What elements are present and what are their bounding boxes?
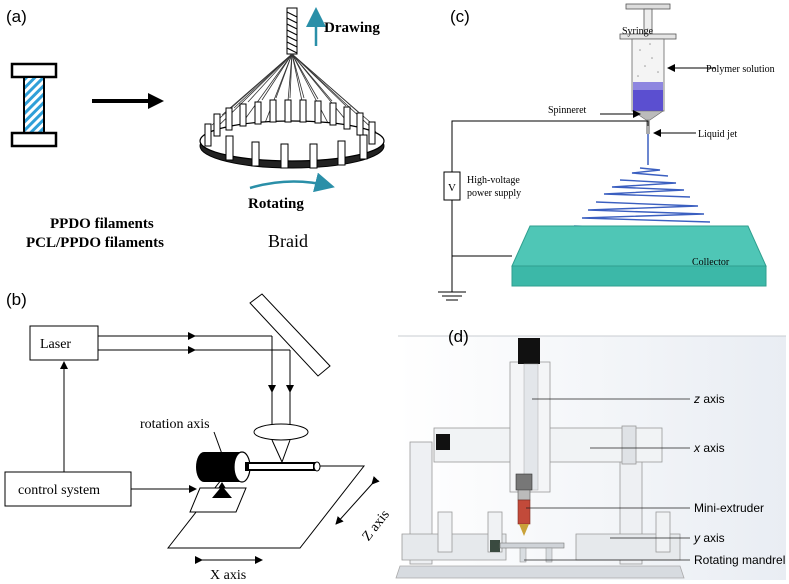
braiding-machine bbox=[199, 7, 385, 169]
focusing-lens bbox=[253, 423, 309, 441]
syringe-label: Syringe bbox=[622, 26, 654, 37]
control-system-label: control system bbox=[18, 483, 100, 498]
rotating-arrow-icon bbox=[249, 172, 335, 193]
panel-d: (d) bbox=[395, 327, 786, 580]
panel-d-label: (d) bbox=[448, 327, 469, 346]
rotation-axis-label: rotation axis bbox=[140, 417, 210, 432]
beam-down-arrow-icon bbox=[268, 385, 294, 393]
polymer-solution-label: Polymer solution bbox=[706, 64, 775, 75]
panel-c-label: (c) bbox=[450, 7, 470, 26]
filaments-label-1: PPDO filaments bbox=[50, 216, 154, 232]
panel-a: (a) bbox=[6, 7, 385, 251]
filaments-label-2: PCL/PPDO filaments bbox=[26, 235, 164, 251]
d-y-axis-label: y axis bbox=[693, 531, 725, 545]
hv-label-2: power supply bbox=[467, 188, 521, 199]
voltmeter-label: V bbox=[448, 182, 456, 194]
collector-label: Collector bbox=[692, 257, 730, 268]
voltmeter-icon bbox=[443, 171, 461, 201]
d-z-axis-label: z axis bbox=[693, 392, 725, 406]
control-system-box bbox=[4, 471, 132, 507]
leader-lines bbox=[524, 398, 690, 561]
rotating-mandrel-label: Rotating mandrel bbox=[694, 553, 785, 567]
mini-extruder-label: Mini-extruder bbox=[694, 501, 764, 515]
process-arrowhead-icon bbox=[148, 93, 164, 109]
panel-b-label: (b) bbox=[6, 290, 27, 309]
filament-spool-icon bbox=[10, 62, 58, 148]
spinneret-label: Spinneret bbox=[548, 105, 587, 116]
panel-c: (c) Syringe Polymer solution Spinneret L… bbox=[438, 3, 775, 301]
d-x-axis-label: x axis bbox=[693, 441, 725, 455]
braid-label: Braid bbox=[268, 231, 308, 251]
beam-arrow-icon bbox=[188, 332, 196, 354]
z-axis-arrow bbox=[335, 476, 380, 525]
laser-box bbox=[29, 325, 99, 361]
rotation-motor bbox=[189, 451, 321, 513]
drawing-label: Drawing bbox=[324, 20, 380, 36]
panel-a-label: (a) bbox=[6, 7, 27, 26]
mirror bbox=[249, 293, 331, 377]
liquid-jet-label: Liquid jet bbox=[698, 129, 737, 140]
syringe bbox=[619, 3, 677, 134]
printer-frame bbox=[395, 338, 685, 579]
rotating-label: Rotating bbox=[248, 196, 304, 212]
x-axis-label: X axis bbox=[210, 568, 246, 583]
collector bbox=[511, 225, 767, 287]
z-axis-label: Z axis bbox=[360, 508, 393, 545]
panel-b: (b) Laser rotati bbox=[4, 290, 393, 583]
hv-circuit bbox=[438, 120, 649, 301]
hv-label-1: High-voltage bbox=[467, 175, 520, 186]
laser-label: Laser bbox=[40, 337, 71, 352]
